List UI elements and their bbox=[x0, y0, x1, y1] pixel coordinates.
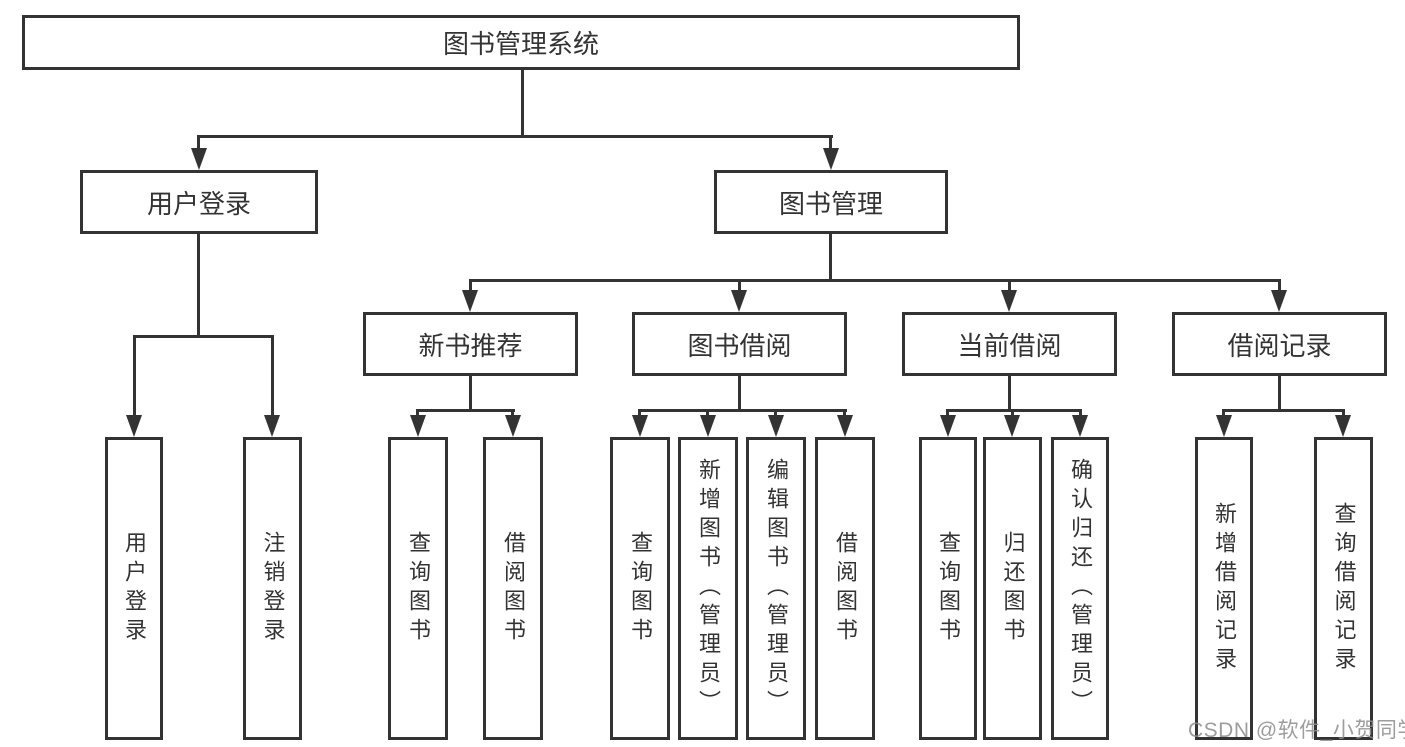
connector-stub bbox=[511, 409, 514, 419]
arrow-down-icon bbox=[191, 148, 207, 170]
node-label: 当前借阅 bbox=[957, 330, 1062, 361]
leaf-records-add-record: 新增借阅记录 bbox=[1195, 437, 1253, 740]
connector-stub bbox=[1079, 409, 1082, 419]
connector-root-trunk bbox=[521, 70, 524, 138]
arrow-down-icon bbox=[837, 415, 853, 437]
arrow-down-icon bbox=[731, 290, 747, 312]
connector-stub bbox=[1011, 409, 1014, 419]
arrow-down-icon bbox=[823, 148, 839, 170]
connector-stub bbox=[1222, 409, 1225, 419]
leaf-borrowing-edit-books-admin: 编辑图书（管理员） bbox=[746, 437, 806, 740]
connector-current-borrowing-trunk bbox=[1008, 376, 1011, 412]
arrow-down-icon bbox=[1271, 290, 1287, 312]
leaf-label: 注销登录 bbox=[260, 530, 286, 647]
connector-stub bbox=[843, 409, 846, 419]
connector-stub bbox=[416, 409, 419, 419]
node-current-borrowing: 当前借阅 bbox=[902, 312, 1117, 376]
leaf-label: 查询图书 bbox=[628, 530, 653, 647]
node-label: 新书推荐 bbox=[418, 330, 523, 361]
connector-to-borrowing-records bbox=[1278, 279, 1281, 297]
connector-stub bbox=[774, 409, 777, 419]
arrow-down-icon bbox=[505, 415, 521, 437]
leaf-label: 确认归还（管理员） bbox=[1068, 458, 1093, 719]
node-label: 图书管理 bbox=[778, 188, 883, 219]
leaf-label: 用户登录 bbox=[122, 530, 147, 647]
leaf-borrowing-add-books-admin: 新增图书（管理员） bbox=[678, 437, 738, 740]
connector-borrowing-records-rail bbox=[1222, 409, 1345, 412]
arrow-down-icon bbox=[1001, 290, 1017, 312]
leaf-borrowing-borrow-books: 借阅图书 bbox=[815, 437, 875, 740]
node-user-login-branch: 用户登录 bbox=[80, 170, 318, 234]
connector-to-leaf-logout bbox=[271, 335, 274, 423]
connector-current-borrowing-rail bbox=[946, 409, 1082, 412]
arrow-down-icon bbox=[126, 415, 142, 437]
arrow-down-icon bbox=[264, 415, 280, 437]
node-borrowing-records: 借阅记录 bbox=[1172, 312, 1387, 376]
leaf-label: 借阅图书 bbox=[501, 530, 526, 647]
connector-level2-rail bbox=[197, 135, 833, 138]
arrow-down-icon bbox=[940, 415, 956, 437]
arrow-down-icon bbox=[1216, 415, 1232, 437]
arrow-down-icon bbox=[632, 415, 648, 437]
connector-new-book-rail bbox=[416, 409, 515, 412]
leaf-label: 借阅图书 bbox=[833, 530, 858, 647]
connector-borrowing-records-trunk bbox=[1278, 376, 1281, 412]
arrow-down-icon bbox=[700, 415, 716, 437]
arrow-down-icon bbox=[768, 415, 784, 437]
leaf-borrowing-query-books: 查询图书 bbox=[610, 437, 670, 740]
arrow-down-icon bbox=[1072, 415, 1088, 437]
connector-stub bbox=[638, 409, 641, 419]
connector-to-current-borrowing bbox=[1008, 279, 1011, 297]
connector-new-book-trunk bbox=[469, 376, 472, 412]
node-library-management-system: 图书管理系统 bbox=[22, 15, 1020, 70]
node-new-book-recommend: 新书推荐 bbox=[363, 312, 578, 376]
arrow-down-icon bbox=[1335, 415, 1351, 437]
node-label: 图书借阅 bbox=[687, 330, 792, 361]
connector-user-login-rail bbox=[133, 335, 274, 338]
arrow-down-icon bbox=[410, 415, 426, 437]
leaf-label: 查询图书 bbox=[936, 530, 961, 647]
connector-level3-rail bbox=[469, 279, 1281, 282]
connector-to-user-login bbox=[197, 135, 200, 155]
arrow-down-icon bbox=[462, 290, 478, 312]
leaf-label: 新增借阅记录 bbox=[1212, 501, 1237, 676]
connector-book-management-trunk bbox=[829, 234, 832, 282]
connector-stub bbox=[946, 409, 949, 419]
node-label: 借阅记录 bbox=[1227, 330, 1332, 361]
leaf-label: 编辑图书（管理员） bbox=[764, 458, 789, 719]
leaf-logout: 注销登录 bbox=[243, 437, 302, 740]
leaf-label: 查询借阅记录 bbox=[1331, 501, 1357, 676]
node-label: 图书管理系统 bbox=[442, 29, 599, 59]
leaf-newbook-borrow-books: 借阅图书 bbox=[483, 437, 543, 740]
leaf-current-query-books: 查询图书 bbox=[919, 437, 977, 740]
leaf-label: 查询图书 bbox=[406, 530, 431, 647]
connector-book-borrowing-trunk bbox=[738, 376, 741, 412]
leaf-newbook-query-books: 查询图书 bbox=[388, 437, 448, 740]
connector-to-leaf-user-login bbox=[133, 335, 136, 423]
node-book-borrowing: 图书借阅 bbox=[632, 312, 847, 376]
connector-to-book-borrowing bbox=[738, 279, 741, 297]
node-label: 用户登录 bbox=[146, 188, 251, 219]
leaf-user-login: 用户登录 bbox=[105, 437, 163, 740]
connector-book-borrowing-rail bbox=[638, 409, 847, 412]
arrow-down-icon bbox=[1004, 415, 1020, 437]
connector-to-book-management bbox=[829, 135, 832, 155]
connector-user-login-trunk bbox=[197, 234, 200, 337]
connector-stub bbox=[1342, 409, 1345, 419]
connector-stub bbox=[706, 409, 709, 419]
connector-to-new-book bbox=[469, 279, 472, 297]
leaf-records-query-record: 查询借阅记录 bbox=[1314, 437, 1373, 740]
csdn-watermark: CSDN @软件_小贺同学 bbox=[1188, 719, 1405, 742]
node-book-management: 图书管理 bbox=[714, 170, 948, 234]
leaf-current-return-books: 归还图书 bbox=[983, 437, 1042, 740]
leaf-label: 新增图书（管理员） bbox=[696, 458, 721, 719]
leaf-label: 归还图书 bbox=[1000, 530, 1026, 647]
leaf-current-confirm-return-admin: 确认归还（管理员） bbox=[1051, 437, 1109, 740]
